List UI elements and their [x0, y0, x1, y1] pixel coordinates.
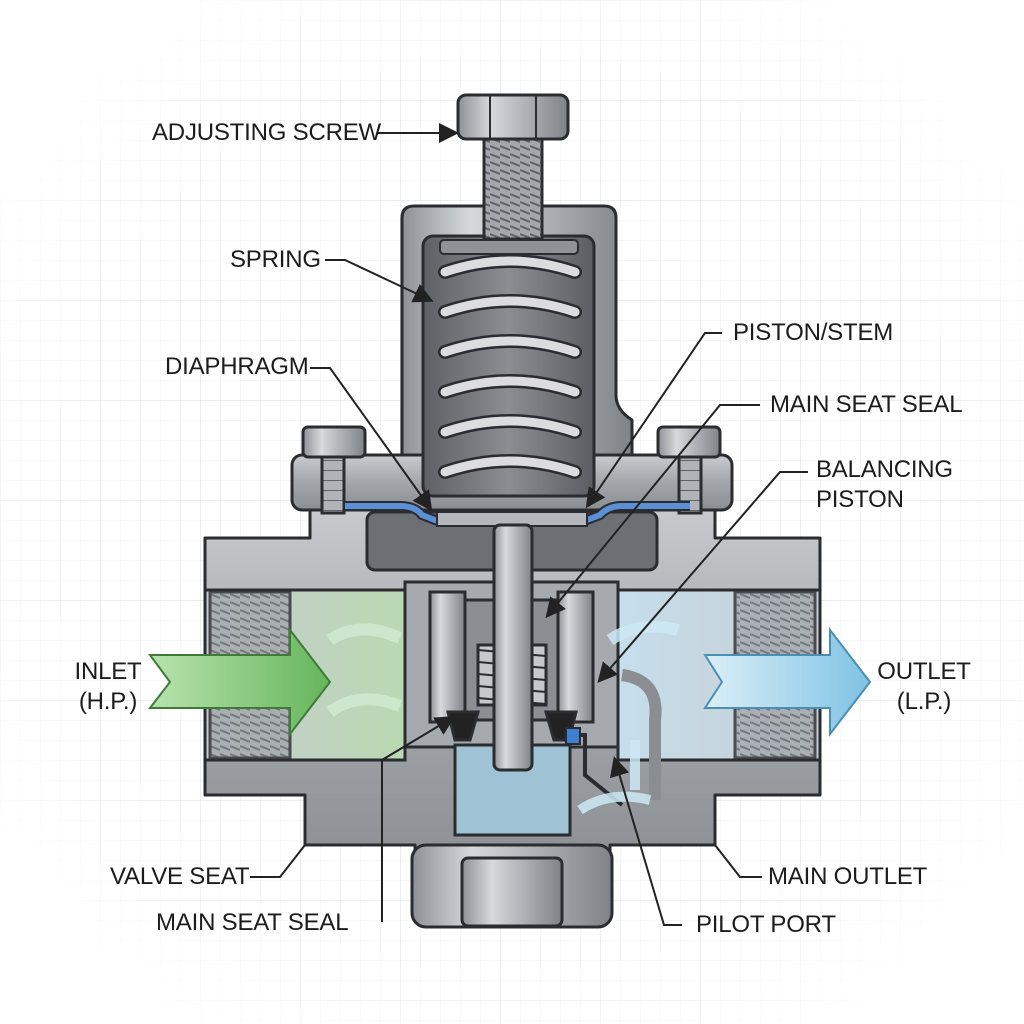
label-pilot-port: PILOT PORT — [696, 911, 836, 938]
label-outlet: OUTLET (L.P.) — [876, 657, 972, 717]
label-inlet-line-1: INLET — [74, 658, 142, 685]
leader-lines — [250, 123, 808, 926]
label-main-seat-seal-top: MAIN SEAT SEAL — [770, 391, 963, 418]
flange-bolt-left — [301, 425, 367, 515]
label-balancing-piston: BALANCING PISTON — [816, 455, 953, 515]
label-diaphragm: DIAPHRAGM — [165, 353, 309, 380]
label-valve-seat: VALVE SEAT — [110, 863, 250, 890]
label-outlet-line-2: (L.P.) — [896, 688, 952, 715]
label-outlet-line-1: OUTLET — [877, 658, 971, 685]
label-balancing-piston-line-1: BALANCING — [816, 456, 953, 483]
diaphragm — [345, 501, 690, 527]
label-inlet-line-2: (H.P.) — [78, 688, 138, 715]
piston-stem — [492, 523, 534, 772]
outlet-flow-arrow — [577, 620, 872, 815]
label-main-seat-seal-bottom: MAIN SEAT SEAL — [156, 909, 349, 936]
label-spring: SPRING — [230, 246, 321, 273]
label-main-outlet: MAIN OUTLET — [768, 863, 928, 890]
pilot-line — [565, 669, 662, 807]
label-adjusting-screw: ADJUSTING SCREW — [152, 119, 382, 146]
label-inlet: INLET (H.P.) — [70, 657, 146, 717]
label-balancing-piston-line-2: PISTON — [816, 486, 904, 513]
adjusting-screw — [456, 93, 570, 241]
spring — [438, 239, 582, 479]
inlet-flow-arrow — [147, 623, 403, 737]
label-piston-stem: PISTON/STEM — [733, 319, 894, 346]
